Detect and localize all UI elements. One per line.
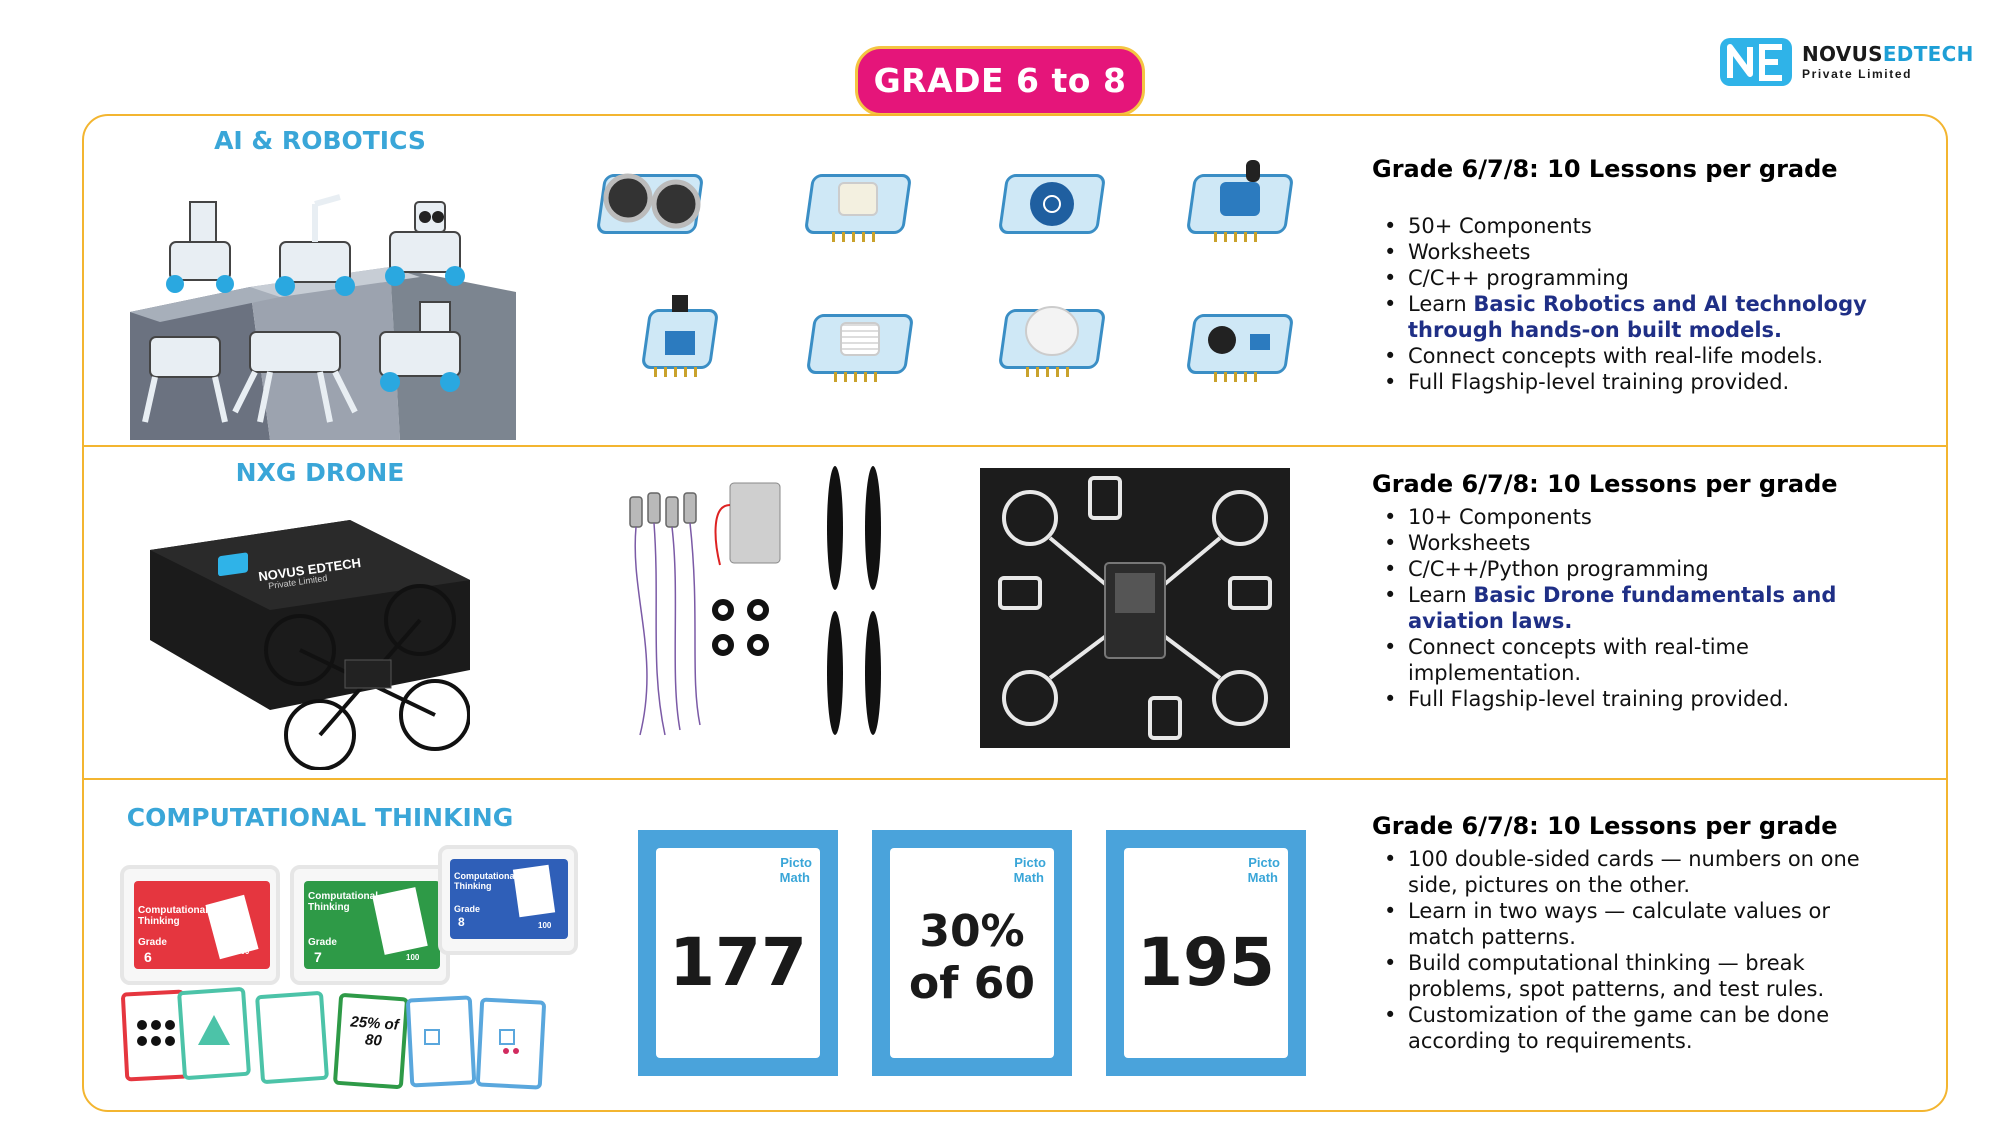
page-title-badge: GRADE 6 to 8 KITS bbox=[855, 46, 1145, 164]
card-value: 177 bbox=[669, 924, 807, 1001]
novus-logo: NOVUSEDTECH Private Limited bbox=[1720, 38, 1973, 88]
list-item: Learn Basic Robotics and AI technology t… bbox=[1372, 291, 1892, 343]
flame-sensor-icon bbox=[1180, 160, 1300, 242]
ai-robotics-heading: Grade 6/7/8: 10 Lessons per grade bbox=[1372, 155, 1838, 183]
ai-robotics-bullets: 50+ Components Worksheets C/C++ programm… bbox=[1372, 213, 1892, 395]
card-value: 195 bbox=[1137, 924, 1275, 1001]
drone-kit-box-image: NOVUS EDTECH Private Limited bbox=[150, 510, 471, 771]
card-brand: Picto bbox=[1014, 855, 1046, 870]
robot-kits-image bbox=[130, 192, 516, 440]
ct-box-grade-6: Computational Thinking Grade 6 100 bbox=[120, 865, 280, 985]
list-item: Learn in two ways — calculate values or … bbox=[1372, 898, 1902, 950]
card-brand: Math bbox=[1247, 870, 1278, 885]
section-title-ai-robotics: AI & ROBOTICS bbox=[214, 126, 426, 155]
section-divider bbox=[82, 778, 1948, 780]
list-item: Full Flagship-level training provided. bbox=[1372, 686, 1892, 712]
picto-card: Picto Math 177 bbox=[638, 830, 838, 1076]
section-title-computational-thinking: COMPUTATIONAL THINKING bbox=[126, 803, 514, 832]
small-card-text: 25% of 80 bbox=[349, 1013, 400, 1050]
list-item: Connect concepts with real-time implemen… bbox=[1372, 634, 1892, 686]
nxg-drone-bullets: 10+ Components Worksheets C/C++/Python p… bbox=[1372, 504, 1892, 712]
card-brand: Math bbox=[779, 870, 810, 885]
section-title-nxg-drone: NXG DRONE bbox=[235, 458, 405, 487]
led-module-icon bbox=[798, 160, 918, 242]
card-value: 30% of 60 bbox=[909, 906, 1035, 1009]
card-brand: Picto bbox=[1248, 855, 1280, 870]
ct-box-grade-7: Computational Thinking Grade 7 100 bbox=[290, 865, 450, 985]
list-item: 10+ Components bbox=[1372, 504, 1892, 530]
logo-name: NOVUSEDTECH bbox=[1802, 42, 1974, 66]
drone-components-image bbox=[620, 475, 880, 745]
logo-subtitle: Private Limited bbox=[1802, 67, 1913, 81]
sound-sensor-icon bbox=[1180, 300, 1300, 382]
list-item: 100 double-sided cards — numbers on one … bbox=[1372, 846, 1902, 898]
hall-sensor-icon bbox=[620, 295, 740, 377]
list-item: C/C++ programming bbox=[1372, 265, 1892, 291]
list-item: Learn Basic Drone fundamentals and aviat… bbox=[1372, 582, 1892, 634]
list-item: Full Flagship-level training provided. bbox=[1372, 369, 1892, 395]
ne-logo-icon bbox=[1720, 38, 1792, 86]
section-divider bbox=[82, 445, 1948, 447]
drone-frame-pcb-image bbox=[980, 468, 1290, 748]
propellers-icon bbox=[815, 458, 895, 743]
computational-thinking-heading: Grade 6/7/8: 10 Lessons per grade bbox=[1372, 812, 1838, 840]
nxg-drone-heading: Grade 6/7/8: 10 Lessons per grade bbox=[1372, 470, 1838, 498]
list-item: Worksheets bbox=[1372, 530, 1892, 556]
picto-card: Picto Math 195 bbox=[1106, 830, 1306, 1076]
picto-card: Picto Math 30% of 60 bbox=[872, 830, 1072, 1076]
card-brand: Math bbox=[1013, 870, 1044, 885]
list-item: Worksheets bbox=[1372, 239, 1892, 265]
ultrasonic-sensor-icon bbox=[590, 160, 710, 240]
computational-thinking-bullets: 100 double-sided cards — numbers on one … bbox=[1372, 846, 1902, 1054]
list-item: Build computational thinking — break pro… bbox=[1372, 950, 1902, 1002]
list-item: Customization of the game can be done ac… bbox=[1372, 1002, 1902, 1054]
ai-robotics-info: Grade 6/7/8: 10 Lessons per grade 50+ Co… bbox=[1372, 155, 1892, 395]
list-item: Connect concepts with real-life models. bbox=[1372, 343, 1892, 369]
list-item: 50+ Components bbox=[1372, 213, 1892, 239]
kits-frame bbox=[82, 114, 1948, 1112]
card-brand: Picto bbox=[780, 855, 812, 870]
humidity-sensor-icon bbox=[800, 300, 920, 382]
ct-box-grade-8: Computational Thinking Grade 8 100 bbox=[438, 845, 578, 955]
ct-card-boxes-image: Computational Thinking Grade 6 100 Compu… bbox=[120, 845, 578, 1095]
computational-thinking-info: Grade 6/7/8: 10 Lessons per grade 100 do… bbox=[1372, 812, 1902, 1054]
pir-sensor-icon bbox=[992, 295, 1112, 377]
nxg-drone-info: Grade 6/7/8: 10 Lessons per grade 10+ Co… bbox=[1372, 470, 1892, 712]
touch-sensor-icon bbox=[992, 160, 1112, 240]
list-item: C/C++/Python programming bbox=[1372, 556, 1892, 582]
